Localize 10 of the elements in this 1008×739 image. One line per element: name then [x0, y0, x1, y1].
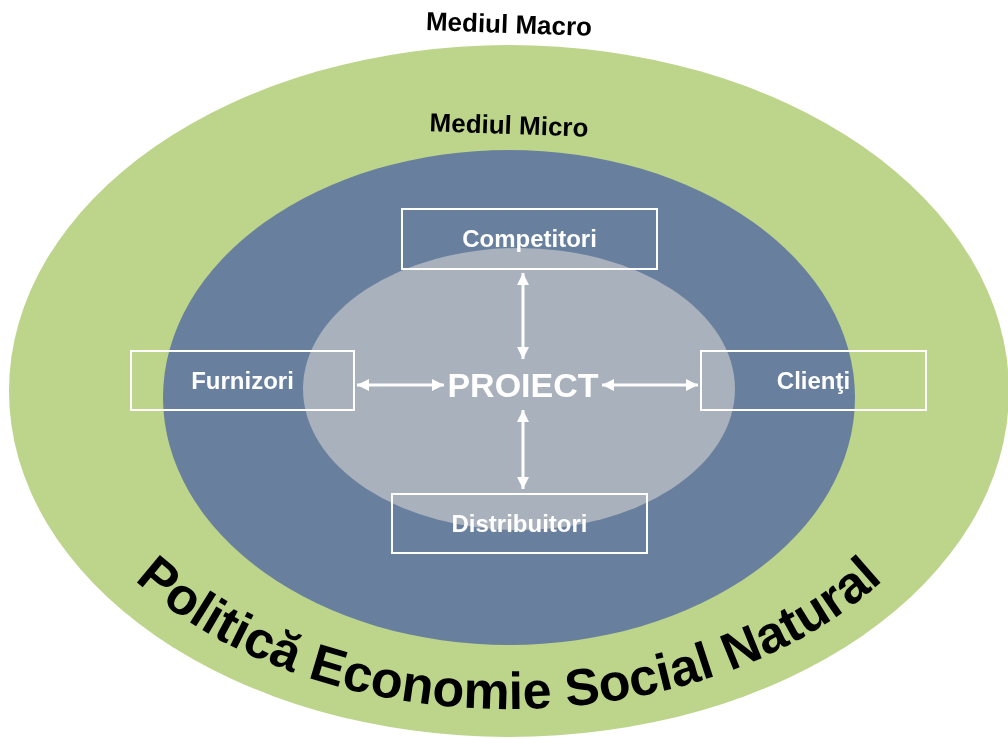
entity-box: Furnizori	[130, 350, 355, 411]
ellipse-heading: Mediul Micro	[429, 107, 589, 144]
double-arrow	[517, 273, 529, 359]
entity-box: Clienţi	[700, 350, 927, 411]
double-arrow	[357, 379, 444, 391]
double-arrow	[517, 410, 529, 489]
double-arrow	[602, 379, 698, 391]
entity-box: Competitori	[401, 208, 658, 270]
center-label: PROIECT	[446, 363, 600, 407]
ellipse-heading: Mediul Macro	[425, 6, 593, 43]
